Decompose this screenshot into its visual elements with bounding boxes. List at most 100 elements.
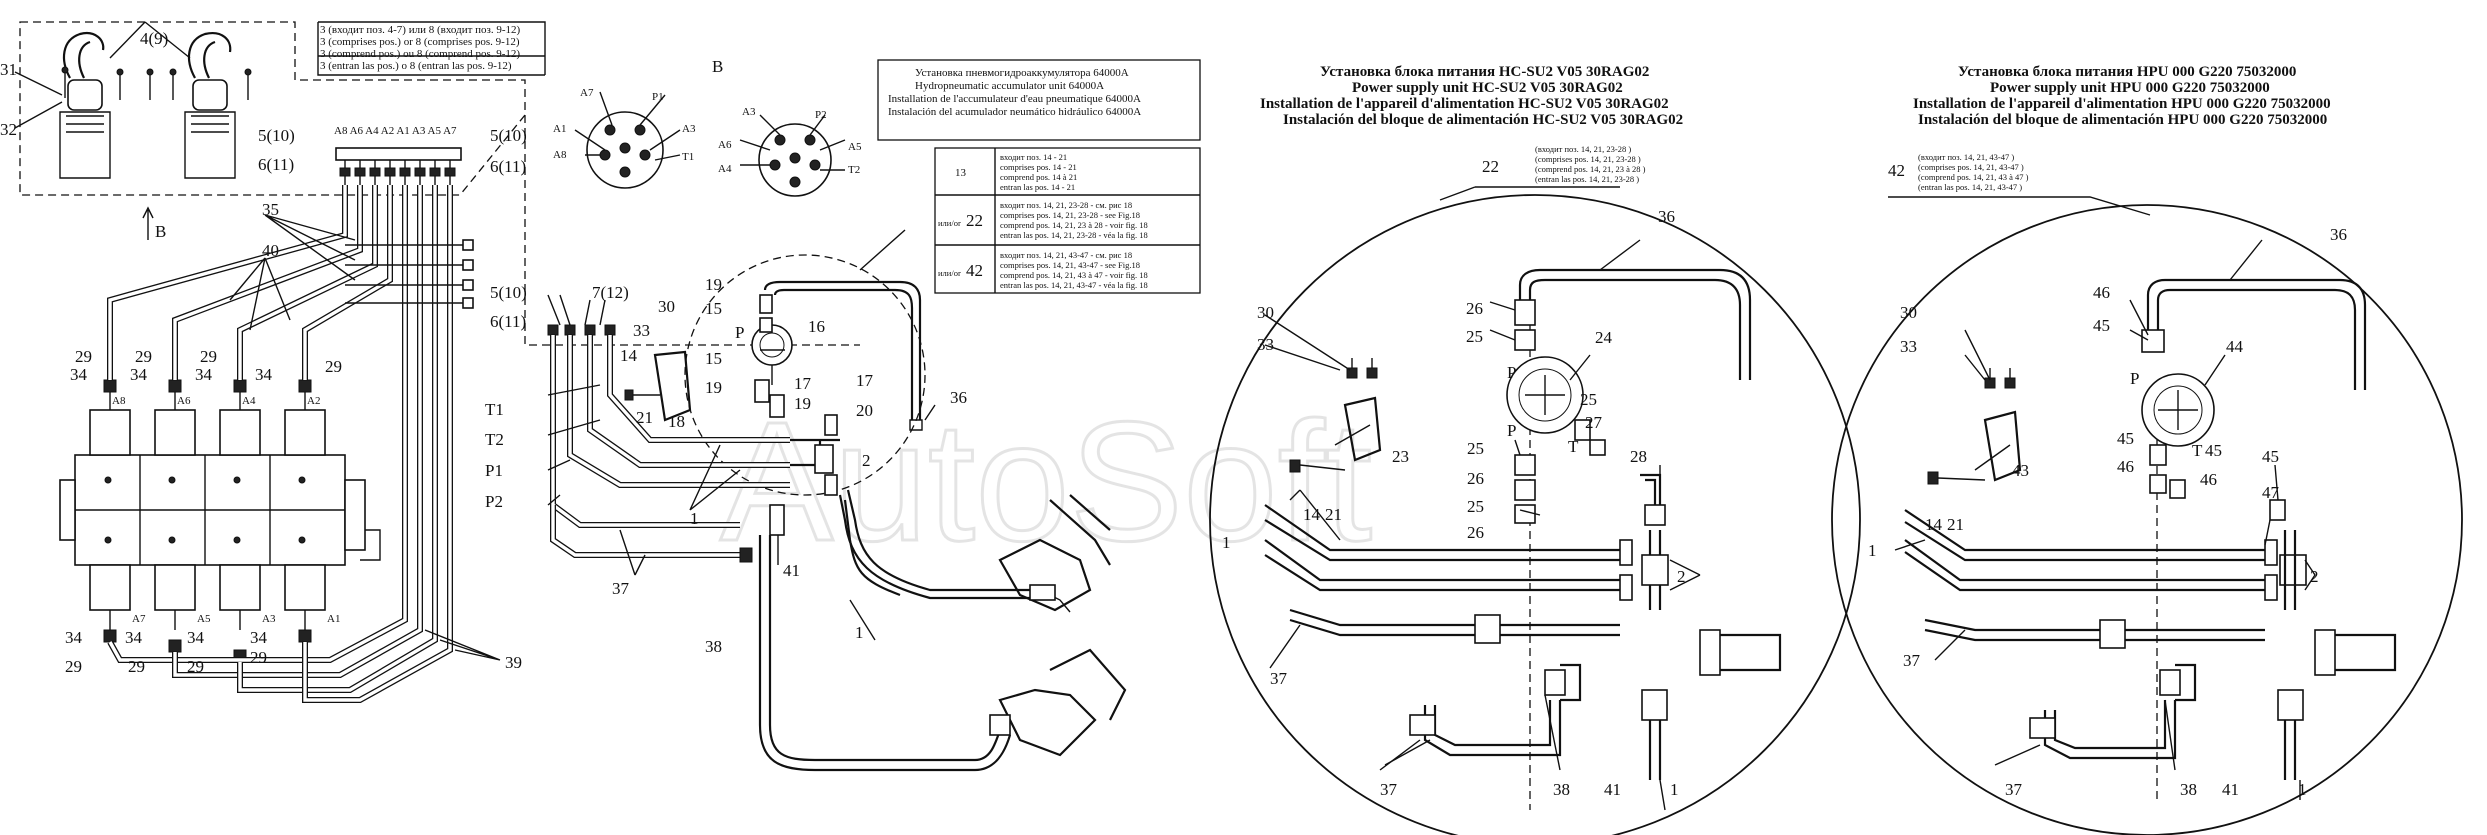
section-a5: A5 [197,613,211,625]
hc-title-4: Instalación del bloque de alimentación H… [1283,112,1683,128]
callout-32: 32 [0,120,17,139]
callout-25c: 25 [1467,439,1484,458]
section-a7: A7 [132,613,146,625]
accumulator-title-box [877,59,1201,141]
callout-36c: 36 [2330,225,2347,244]
callout-44: 44 [2226,337,2244,356]
joystick-port-row [335,147,462,185]
variant-22-line-3: comprend pos. 14, 21, 23 à 28 - voir fig… [1000,220,1148,230]
callout-t-c: T [2192,441,2203,460]
callout-6-11-b: 6(11) [490,157,526,176]
callout-34g: 34 [187,628,205,647]
callout-16: 16 [808,317,825,336]
callout-26c: 26 [1467,523,1484,542]
variant-42-or: или/or [938,268,961,278]
port-row-labels: A8 A6 A4 A2 A1 A3 A5 A7 [334,125,457,137]
view-b-r-t2: T2 [848,164,860,176]
view-b-r-a6: A6 [718,139,732,151]
callout-37c: 37 [1380,780,1398,799]
accumulator-line-2: Hydropneumatic accumulator unit 64000A [915,80,1104,92]
hc-note-1: (входит поз. 14, 21, 23-28 ) [1535,144,1631,154]
hc-title-2: Power supply unit HC-SU2 V05 30RAG02 [1352,80,1623,96]
callout-34c: 34 [195,365,213,384]
watermark: AutoSoft [720,387,1372,577]
callout-42: 42 [1888,161,1905,180]
callout-2b: 2 [1677,567,1686,586]
callout-45c: 45 [2205,441,2222,460]
callout-24: 24 [1595,328,1613,347]
callout-29f: 29 [128,657,145,676]
callout-45b: 45 [2117,429,2134,448]
note-line-3: 3 (comprend pos.) ou 8 (comprend pos. 9-… [320,48,520,60]
callout-29g: 29 [187,657,204,676]
note-line-4: 3 (entran las pos.) o 8 (entran las pos.… [320,60,512,72]
variant-pos-22: 22 [966,211,983,230]
callout-t-b: T [1568,437,1579,456]
hc-detail-circle [1209,186,1861,835]
callout-6-11-a: 6(11) [258,155,294,174]
callout-b-arrow: B [155,222,166,241]
variant-22-line-2: comprises pos. 14, 21, 23-28 - see Fig.1… [1000,210,1140,220]
callout-b-view: B [712,57,723,76]
callout-1e: 1 [1868,541,1877,560]
callout-21b: 21 [1325,505,1342,524]
callout-30c: 30 [1900,303,1917,322]
callout-40: 40 [262,241,279,260]
variant-22-or: или/or [938,218,961,228]
callout-34d: 34 [255,365,273,384]
callout-29e: 29 [65,657,82,676]
callout-38b: 38 [1553,780,1570,799]
hpu-title-2: Power supply unit HPU 000 G220 75032000 [1990,80,2270,96]
callout-17b: 17 [856,371,874,390]
callout-46c: 46 [2200,470,2217,489]
callout-36b: 36 [1658,207,1675,226]
callout-15b: 15 [705,349,722,368]
callout-6-11-c: 6(11) [490,312,526,331]
callout-t1: T1 [485,400,504,419]
variant-42-line-3: comprend pos. 14, 21, 43 à 47 - voir fig… [1000,270,1148,280]
callout-34e: 34 [65,628,83,647]
variant-42-line-2: comprises pos. 14, 21, 43-47 - see Fig.1… [1000,260,1140,270]
callout-5-10-c: 5(10) [490,283,527,302]
callout-19c: 19 [794,394,811,413]
callout-37b: 37 [1270,669,1288,688]
view-b-r-a5: A5 [848,141,862,153]
callout-p-b: P [1507,363,1516,382]
callout-27: 27 [1585,413,1603,432]
hc-title-1: Установка блока питания HC-SU2 V05 30RAG… [1320,64,1649,80]
callout-37e: 37 [2005,780,2023,799]
callout-29d: 29 [325,357,342,376]
callout-21c: 21 [1947,515,1964,534]
callout-p-d: P [2130,369,2139,388]
callout-33b: 33 [1257,335,1274,354]
hpu-note-3: (comprend pos. 14, 21, 43 à 47 ) [1918,172,2029,182]
callout-33c: 33 [1900,337,1917,356]
callout-14c: 14 [1925,515,1943,534]
callout-41b: 41 [1604,780,1621,799]
hpu-title-3: Installation de l'appareil d'alimentatio… [1913,96,2331,112]
callout-14b: 14 [1303,505,1321,524]
accumulator-line-3: Installation de l'accumulateur d'eau pne… [888,93,1141,105]
variant-13-line-3: comprend pos. 14 à 21 [1000,172,1077,182]
callout-28: 28 [1630,447,1647,466]
callout-18: 18 [668,412,685,431]
note-line-2: 3 (comprises pos.) or 8 (comprises pos. … [320,36,520,48]
callout-35: 35 [262,200,279,219]
variant-pos-42: 42 [966,261,983,280]
callout-17a: 17 [794,374,812,393]
callout-25d: 25 [1467,497,1484,516]
callout-p2: P2 [485,492,503,511]
section-a2: A2 [307,395,320,407]
callout-5-10-b: 5(10) [490,126,527,145]
hpu-note-2: (comprises pos. 14, 21, 43-47 ) [1918,162,2024,172]
callout-29c: 29 [200,347,217,366]
callout-1b: 1 [855,623,864,642]
variant-13-line-1: входит поз. 14 - 21 [1000,152,1067,162]
callout-37a: 37 [612,579,630,598]
variant-pos-13: 13 [955,167,967,179]
callout-2c: 2 [2310,567,2319,586]
callout-38a: 38 [705,637,722,656]
view-b-r-a4: A4 [718,163,732,175]
callout-34h: 34 [250,628,268,647]
